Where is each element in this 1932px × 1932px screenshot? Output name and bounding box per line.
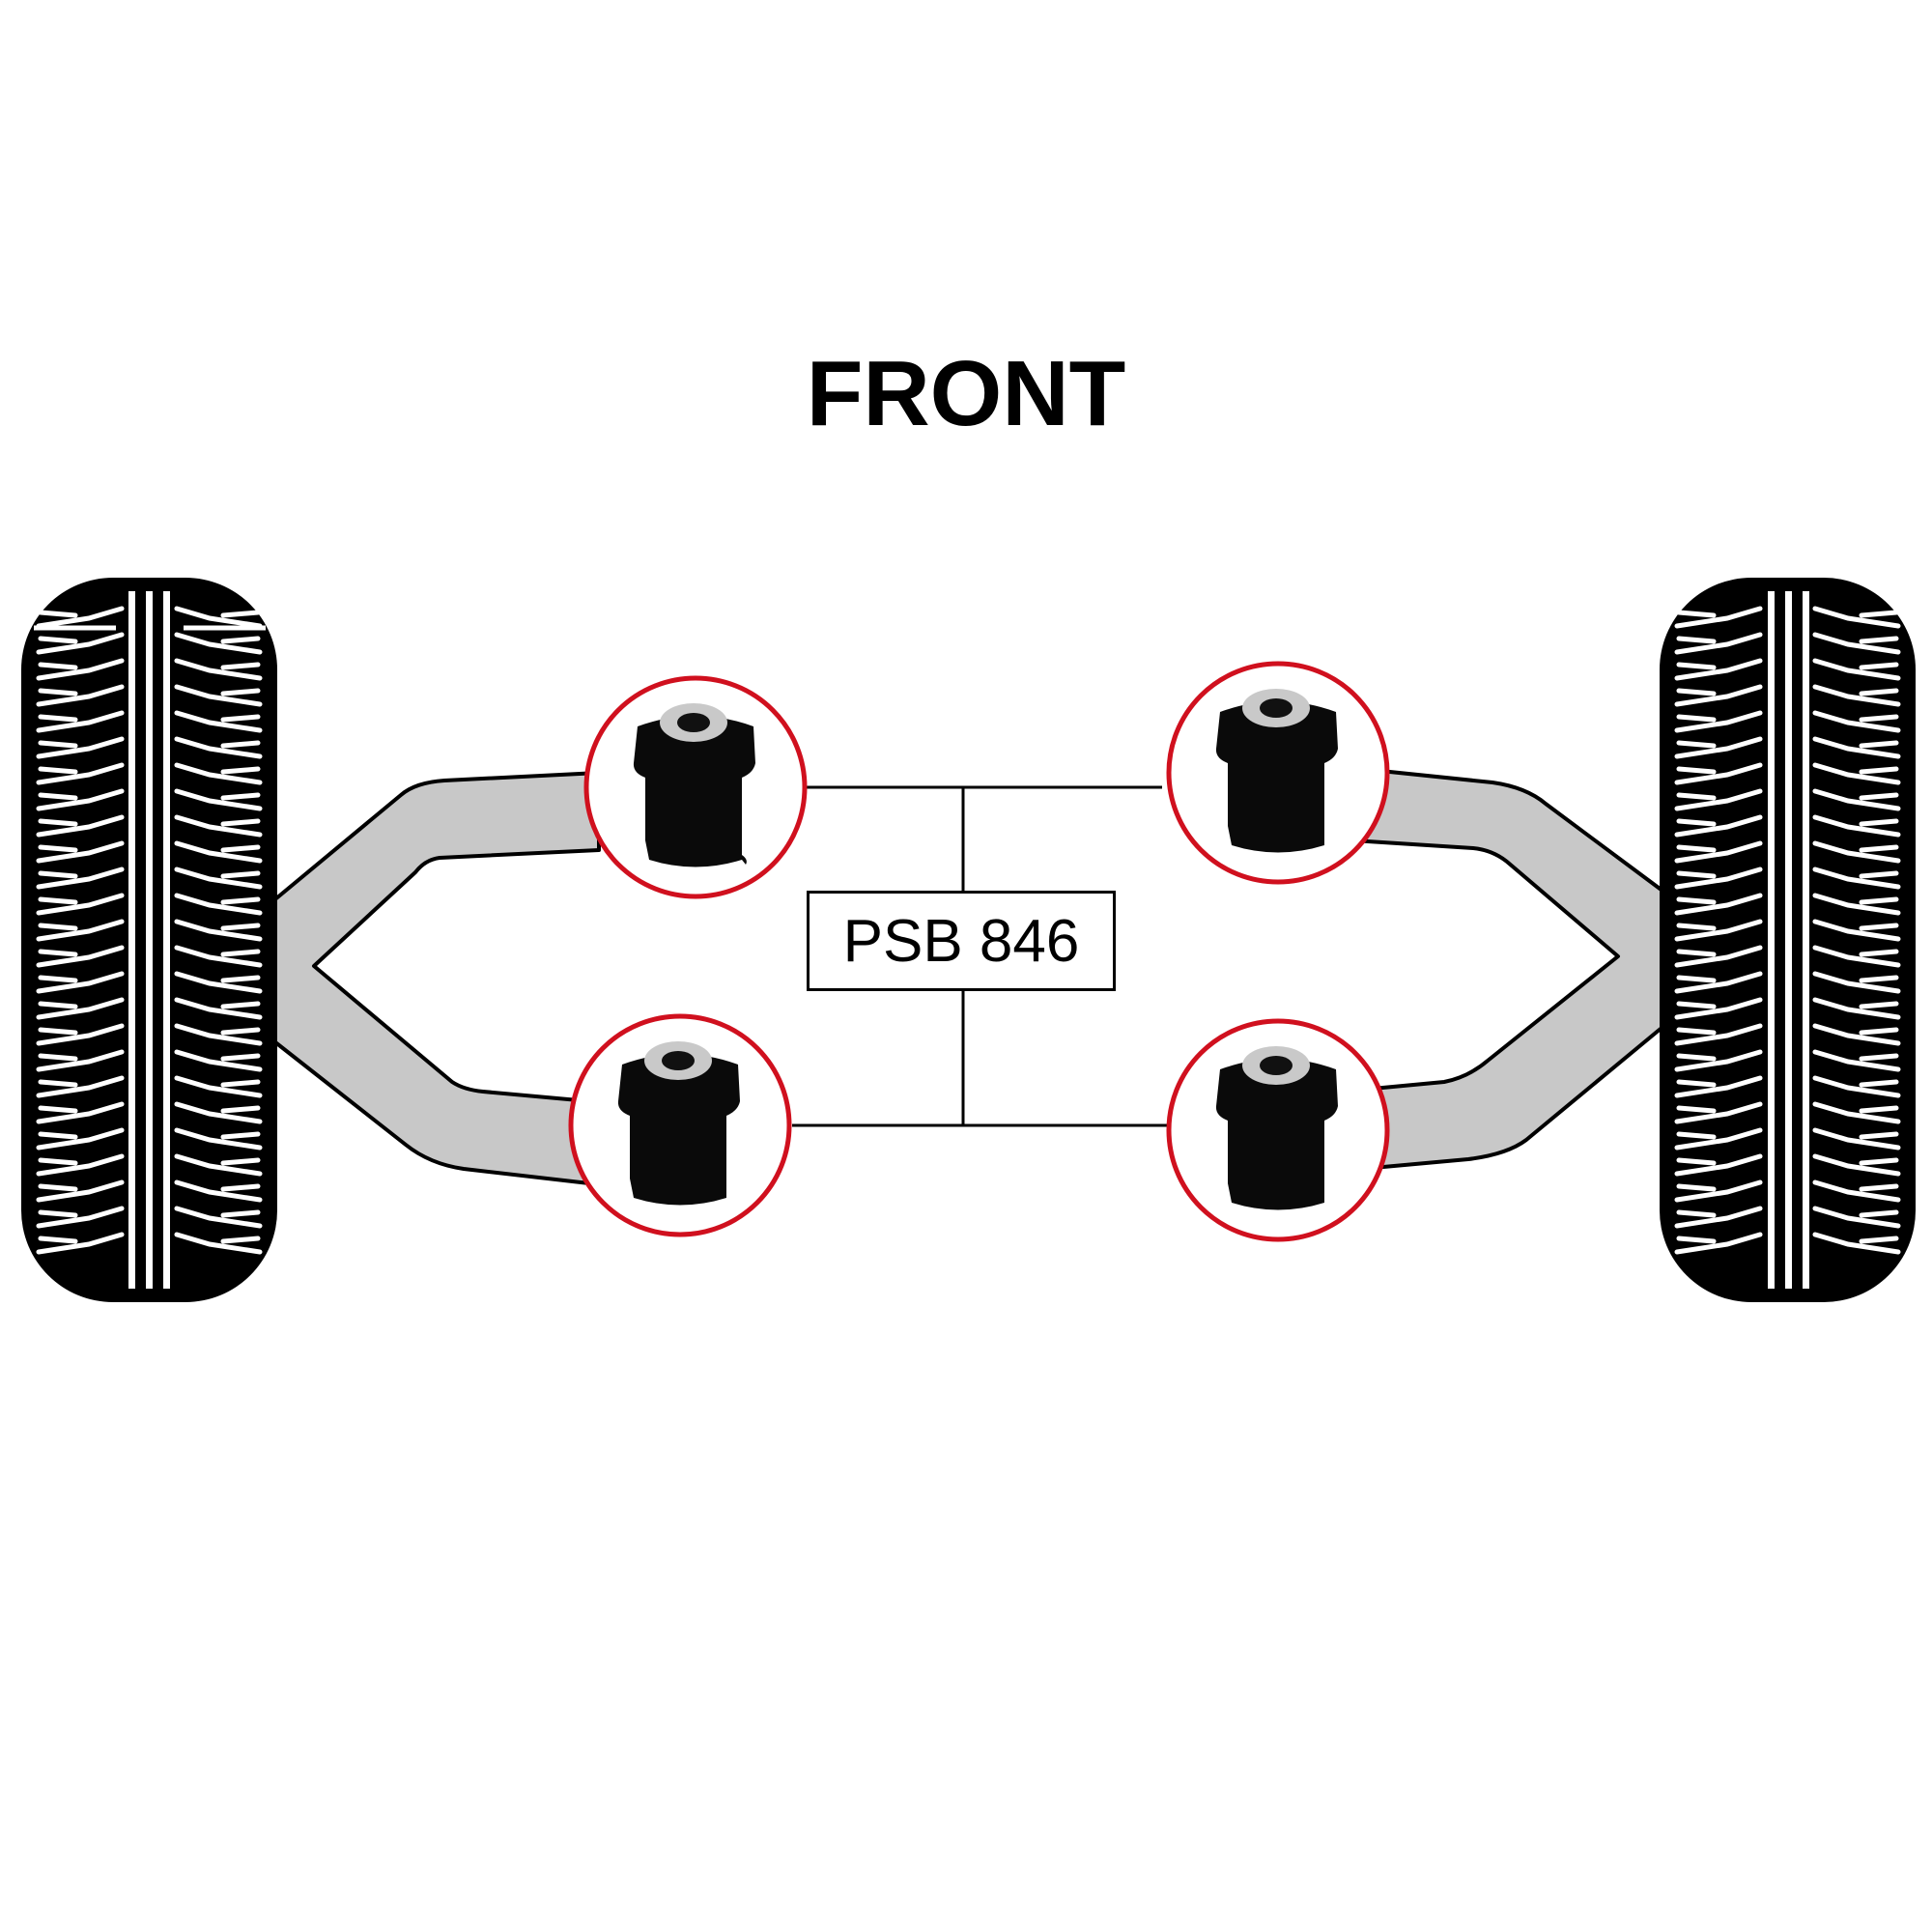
right-control-arm bbox=[1350, 766, 1668, 1171]
part-number-label: PSB 846 bbox=[807, 891, 1116, 991]
bush-front-right bbox=[1166, 661, 1390, 885]
bush-front-left bbox=[583, 675, 808, 899]
tyre-tread bbox=[1674, 606, 1901, 1255]
left-control-arm bbox=[269, 771, 601, 1185]
front-heading: FRONT bbox=[806, 342, 1126, 445]
bush-icon bbox=[1215, 1046, 1338, 1210]
bush-icon bbox=[617, 1041, 740, 1206]
bush-icon bbox=[633, 703, 755, 867]
right-tyre-icon bbox=[1660, 578, 1916, 1302]
tyre-tread bbox=[36, 606, 263, 1255]
bush-icon bbox=[1215, 689, 1338, 853]
left-tyre-icon bbox=[21, 578, 277, 1302]
bush-rear-left bbox=[568, 1013, 792, 1237]
bush-rear-right bbox=[1166, 1018, 1390, 1242]
connector-lines bbox=[792, 785, 1169, 1127]
